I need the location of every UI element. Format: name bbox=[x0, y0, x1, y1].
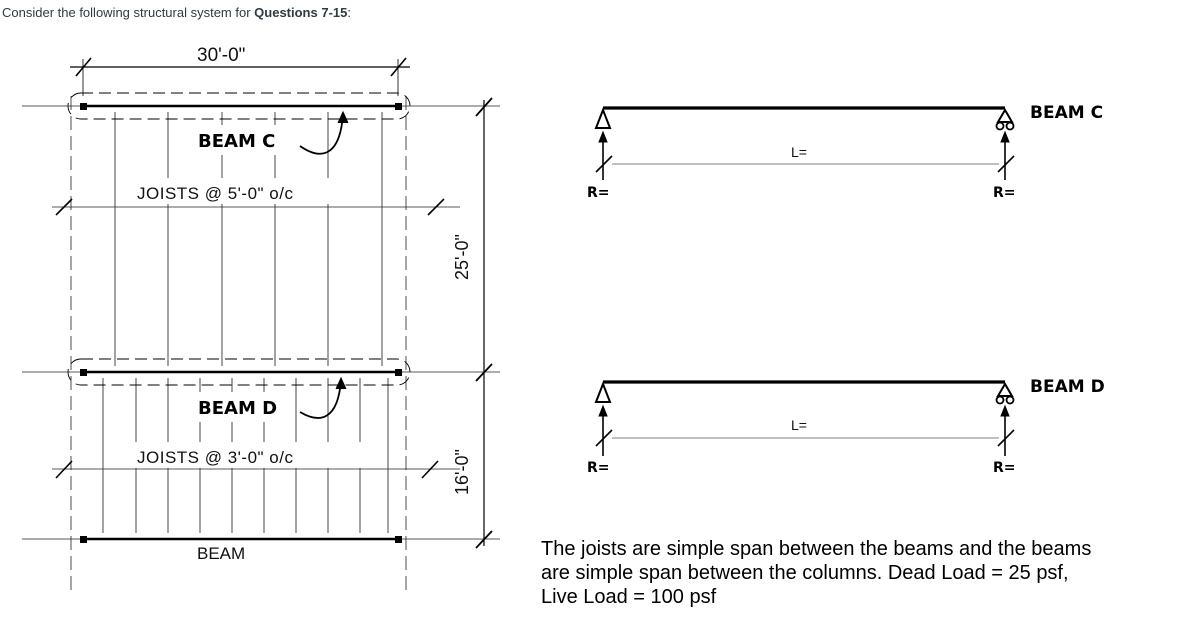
pin-support-icon bbox=[594, 381, 612, 403]
side-dimension bbox=[475, 97, 493, 549]
intro-bold: Questions 7-15 bbox=[254, 5, 348, 20]
plan-width-dimension: 30'-0" bbox=[197, 45, 245, 66]
beam-c-length: L= bbox=[791, 144, 807, 160]
intro-suffix: : bbox=[347, 5, 351, 20]
beam-outlines bbox=[67, 92, 411, 386]
beam-d-diagram bbox=[594, 380, 1015, 456]
top-dimension bbox=[70, 57, 410, 96]
joists-upper-label: JOISTS @ 5'-0" o/c bbox=[137, 184, 293, 203]
plan-view bbox=[22, 57, 500, 592]
load-note: The joists are simple span between the b… bbox=[541, 537, 1191, 609]
beam-d-reaction-left: R= bbox=[587, 460, 610, 476]
beam-d-reaction-right: R= bbox=[993, 460, 1016, 476]
upper-span-dimension: 25'-0" bbox=[452, 234, 472, 280]
beam-d-plan-label: BEAM D bbox=[198, 398, 277, 419]
note-line-2: are simple span between the columns. Dea… bbox=[541, 562, 1069, 584]
roller-support-icon bbox=[996, 108, 1014, 123]
beam-c-title: BEAM C bbox=[1030, 103, 1103, 123]
beam-c-reaction-right: R= bbox=[993, 185, 1016, 201]
pin-support-icon bbox=[594, 107, 612, 129]
beam-d-length: L= bbox=[791, 417, 807, 433]
lower-span-dimension: 16'-0" bbox=[452, 449, 472, 495]
note-line-3: Live Load = 100 psf bbox=[541, 586, 717, 608]
bottom-beam-label: BEAM bbox=[197, 544, 245, 563]
beams bbox=[83, 104, 398, 541]
beam-c-plan-label: BEAM C bbox=[198, 131, 275, 152]
grid-ticks bbox=[55, 198, 445, 479]
note-line-1: The joists are simple span between the b… bbox=[541, 538, 1092, 560]
columns bbox=[80, 103, 402, 543]
beam-c-reaction-left: R= bbox=[587, 185, 610, 201]
intro-prefix: Consider the following structural system… bbox=[2, 5, 255, 20]
beam-c-diagram bbox=[594, 106, 1015, 180]
roller-support-icon bbox=[996, 382, 1014, 397]
beam-d-title: BEAM D bbox=[1030, 377, 1105, 397]
intro-text: Consider the following structural system… bbox=[2, 5, 351, 20]
joists-lower-label: JOISTS @ 3'-0" o/c bbox=[137, 448, 293, 467]
leader-arrows bbox=[299, 110, 349, 419]
grid-lines bbox=[22, 96, 500, 592]
